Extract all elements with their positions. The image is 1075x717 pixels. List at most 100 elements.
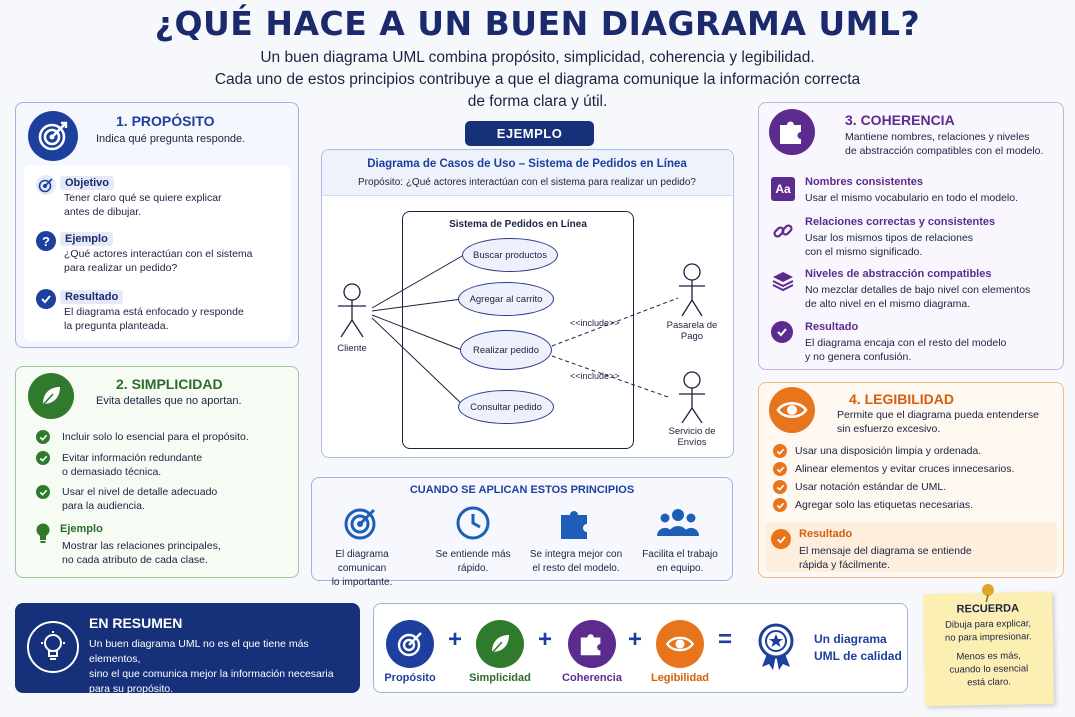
target-icon (386, 620, 434, 668)
coherencia-item-text: El diagrama encaja con el resto del mode… (805, 337, 1007, 363)
question-icon: ? (36, 231, 56, 251)
include-label-envios: <<include>> (570, 371, 620, 381)
system-name: Sistema de Pedidos en Línea (449, 219, 587, 230)
use-case-diagram-card: Diagrama de Casos de Uso – Sistema de Pe… (321, 149, 734, 458)
lightbulb-icon (27, 621, 79, 673)
check-icon (771, 529, 791, 549)
recuerda-text: Dibuja para explicar, no para impresiona… (944, 618, 1032, 689)
target-icon (342, 504, 380, 542)
equals-sign: = (718, 626, 733, 653)
coherencia-card: 3. COHERENCIA Mantiene nombres, relacion… (758, 102, 1064, 370)
legibilidad-item: Usar una disposición limpia y ordenada. (795, 445, 982, 457)
simplicidad-card: 2. SIMPLICIDAD Evita detalles que no apo… (15, 366, 299, 578)
ejemplo-label: Ejemplo (60, 232, 113, 246)
diagram-purpose: Propósito: ¿Qué actores interactúan con … (358, 177, 696, 188)
system-boundary (402, 211, 634, 449)
simplicidad-title: 2. SIMPLICIDAD (116, 376, 223, 392)
resumen-text: Un buen diagrama UML no es el que tiene … (89, 638, 334, 695)
resumen-card: EN RESUMEN Un buen diagrama UML no es el… (15, 603, 360, 695)
coherencia-item-text: Usar el mismo vocabulario en todo el mod… (805, 192, 1019, 204)
page-subtitle: Un buen diagrama UML combina propósito, … (214, 49, 861, 110)
coherencia-title: 3. COHERENCIA (845, 112, 955, 128)
team-icon (656, 504, 700, 542)
aplican-card: CUANDO SE APLICAN ESTOS PRINCIPIOS El di… (311, 477, 733, 588)
check-icon (771, 321, 793, 343)
coherencia-item-label: Nombres consistentes (805, 176, 923, 188)
plus-sign: + (448, 626, 463, 653)
check-icon (36, 430, 50, 444)
formula-label: Coherencia (562, 672, 622, 684)
legibilidad-item: Alinear elementos y evitar cruces innece… (795, 463, 1015, 475)
check-icon (36, 485, 50, 499)
recuerda-note: RECUERDA Dibuja para explicar, no para i… (923, 584, 1054, 707)
legibilidad-title: 4. LEGIBILIDAD (849, 391, 955, 407)
use-case-consultar: Consultar pedido (458, 390, 554, 424)
legibilidad-result-label: Resultado (799, 528, 853, 540)
recuerda-title: RECUERDA (956, 602, 1020, 616)
use-case-agregar: Agregar al carrito (458, 282, 554, 316)
simplicidad-item: Incluir solo lo esencial para el propósi… (62, 431, 249, 443)
actor-cliente-label: Cliente (337, 343, 367, 354)
use-case-buscar: Buscar productos (462, 238, 558, 272)
check-icon (773, 444, 787, 458)
plus-sign: + (538, 626, 553, 653)
simplicidad-desc: Evita detalles que no aportan. (96, 395, 242, 407)
simplicidad-example-text: Mostrar las relaciones principales,no ca… (62, 540, 221, 566)
formula-card: Propósito + Simplicidad + Coherencia + L… (373, 603, 908, 693)
puzzle-icon (769, 109, 815, 155)
lightbulb-icon (34, 523, 52, 545)
legibilidad-item: Usar notación estándar de UML. (795, 481, 947, 493)
ejemplo-badge: EJEMPLO (465, 121, 594, 146)
eye-icon (656, 620, 704, 668)
eye-icon (769, 387, 815, 433)
objetivo-label: Objetivo (60, 176, 115, 190)
formula-label: Propósito (384, 672, 436, 684)
award-badge-icon (754, 620, 798, 672)
proposito-title: 1. PROPÓSITO (116, 113, 215, 129)
legibilidad-result-box (765, 522, 1057, 572)
link-icon (771, 219, 795, 243)
check-icon (36, 289, 56, 309)
text-aa-icon: Aa (771, 177, 795, 201)
check-icon (773, 480, 787, 494)
page-title: ¿QUÉ HACE A UN BUEN DIAGRAMA UML? (154, 4, 921, 43)
resumen-title: EN RESUMEN (89, 615, 183, 631)
coherencia-item-label: Niveles de abstracción compatibles (805, 268, 992, 280)
legibilidad-desc: Permite que el diagrama pueda entenderse… (837, 409, 1039, 435)
check-icon (36, 451, 50, 465)
coherencia-item-text: No mezclar detalles de bajo nivel con el… (805, 284, 1031, 310)
target-icon (28, 111, 78, 161)
legibilidad-item: Agregar solo las etiquetas necesarias. (795, 499, 974, 511)
leaf-icon (28, 373, 74, 419)
use-case-realizar: Realizar pedido (460, 330, 552, 370)
check-icon (773, 498, 787, 512)
proposito-card: 1. PROPÓSITO Indica qué pregunta respond… (15, 102, 299, 348)
layers-icon (771, 269, 795, 293)
formula-label: Simplicidad (469, 672, 531, 684)
coherencia-item-label: Resultado (805, 321, 859, 333)
actor-envios-figure (679, 371, 705, 424)
diagram-connectors (338, 255, 705, 424)
plus-sign: + (628, 626, 643, 653)
aplican-title: CUANDO SE APLICAN ESTOS PRINCIPIOS (409, 484, 635, 496)
check-icon (773, 462, 787, 476)
proposito-items: Objetivo Tener claro qué se quiere expli… (24, 165, 290, 341)
legibilidad-card: 4. LEGIBILIDAD Permite que el diagrama p… (758, 382, 1064, 578)
target-icon (36, 175, 56, 195)
actor-pasarela-figure (679, 263, 705, 317)
puzzle-icon (568, 620, 616, 668)
simplicidad-example-label: Ejemplo (60, 523, 103, 535)
puzzle-icon (556, 504, 594, 542)
pushpin-icon (979, 583, 997, 603)
